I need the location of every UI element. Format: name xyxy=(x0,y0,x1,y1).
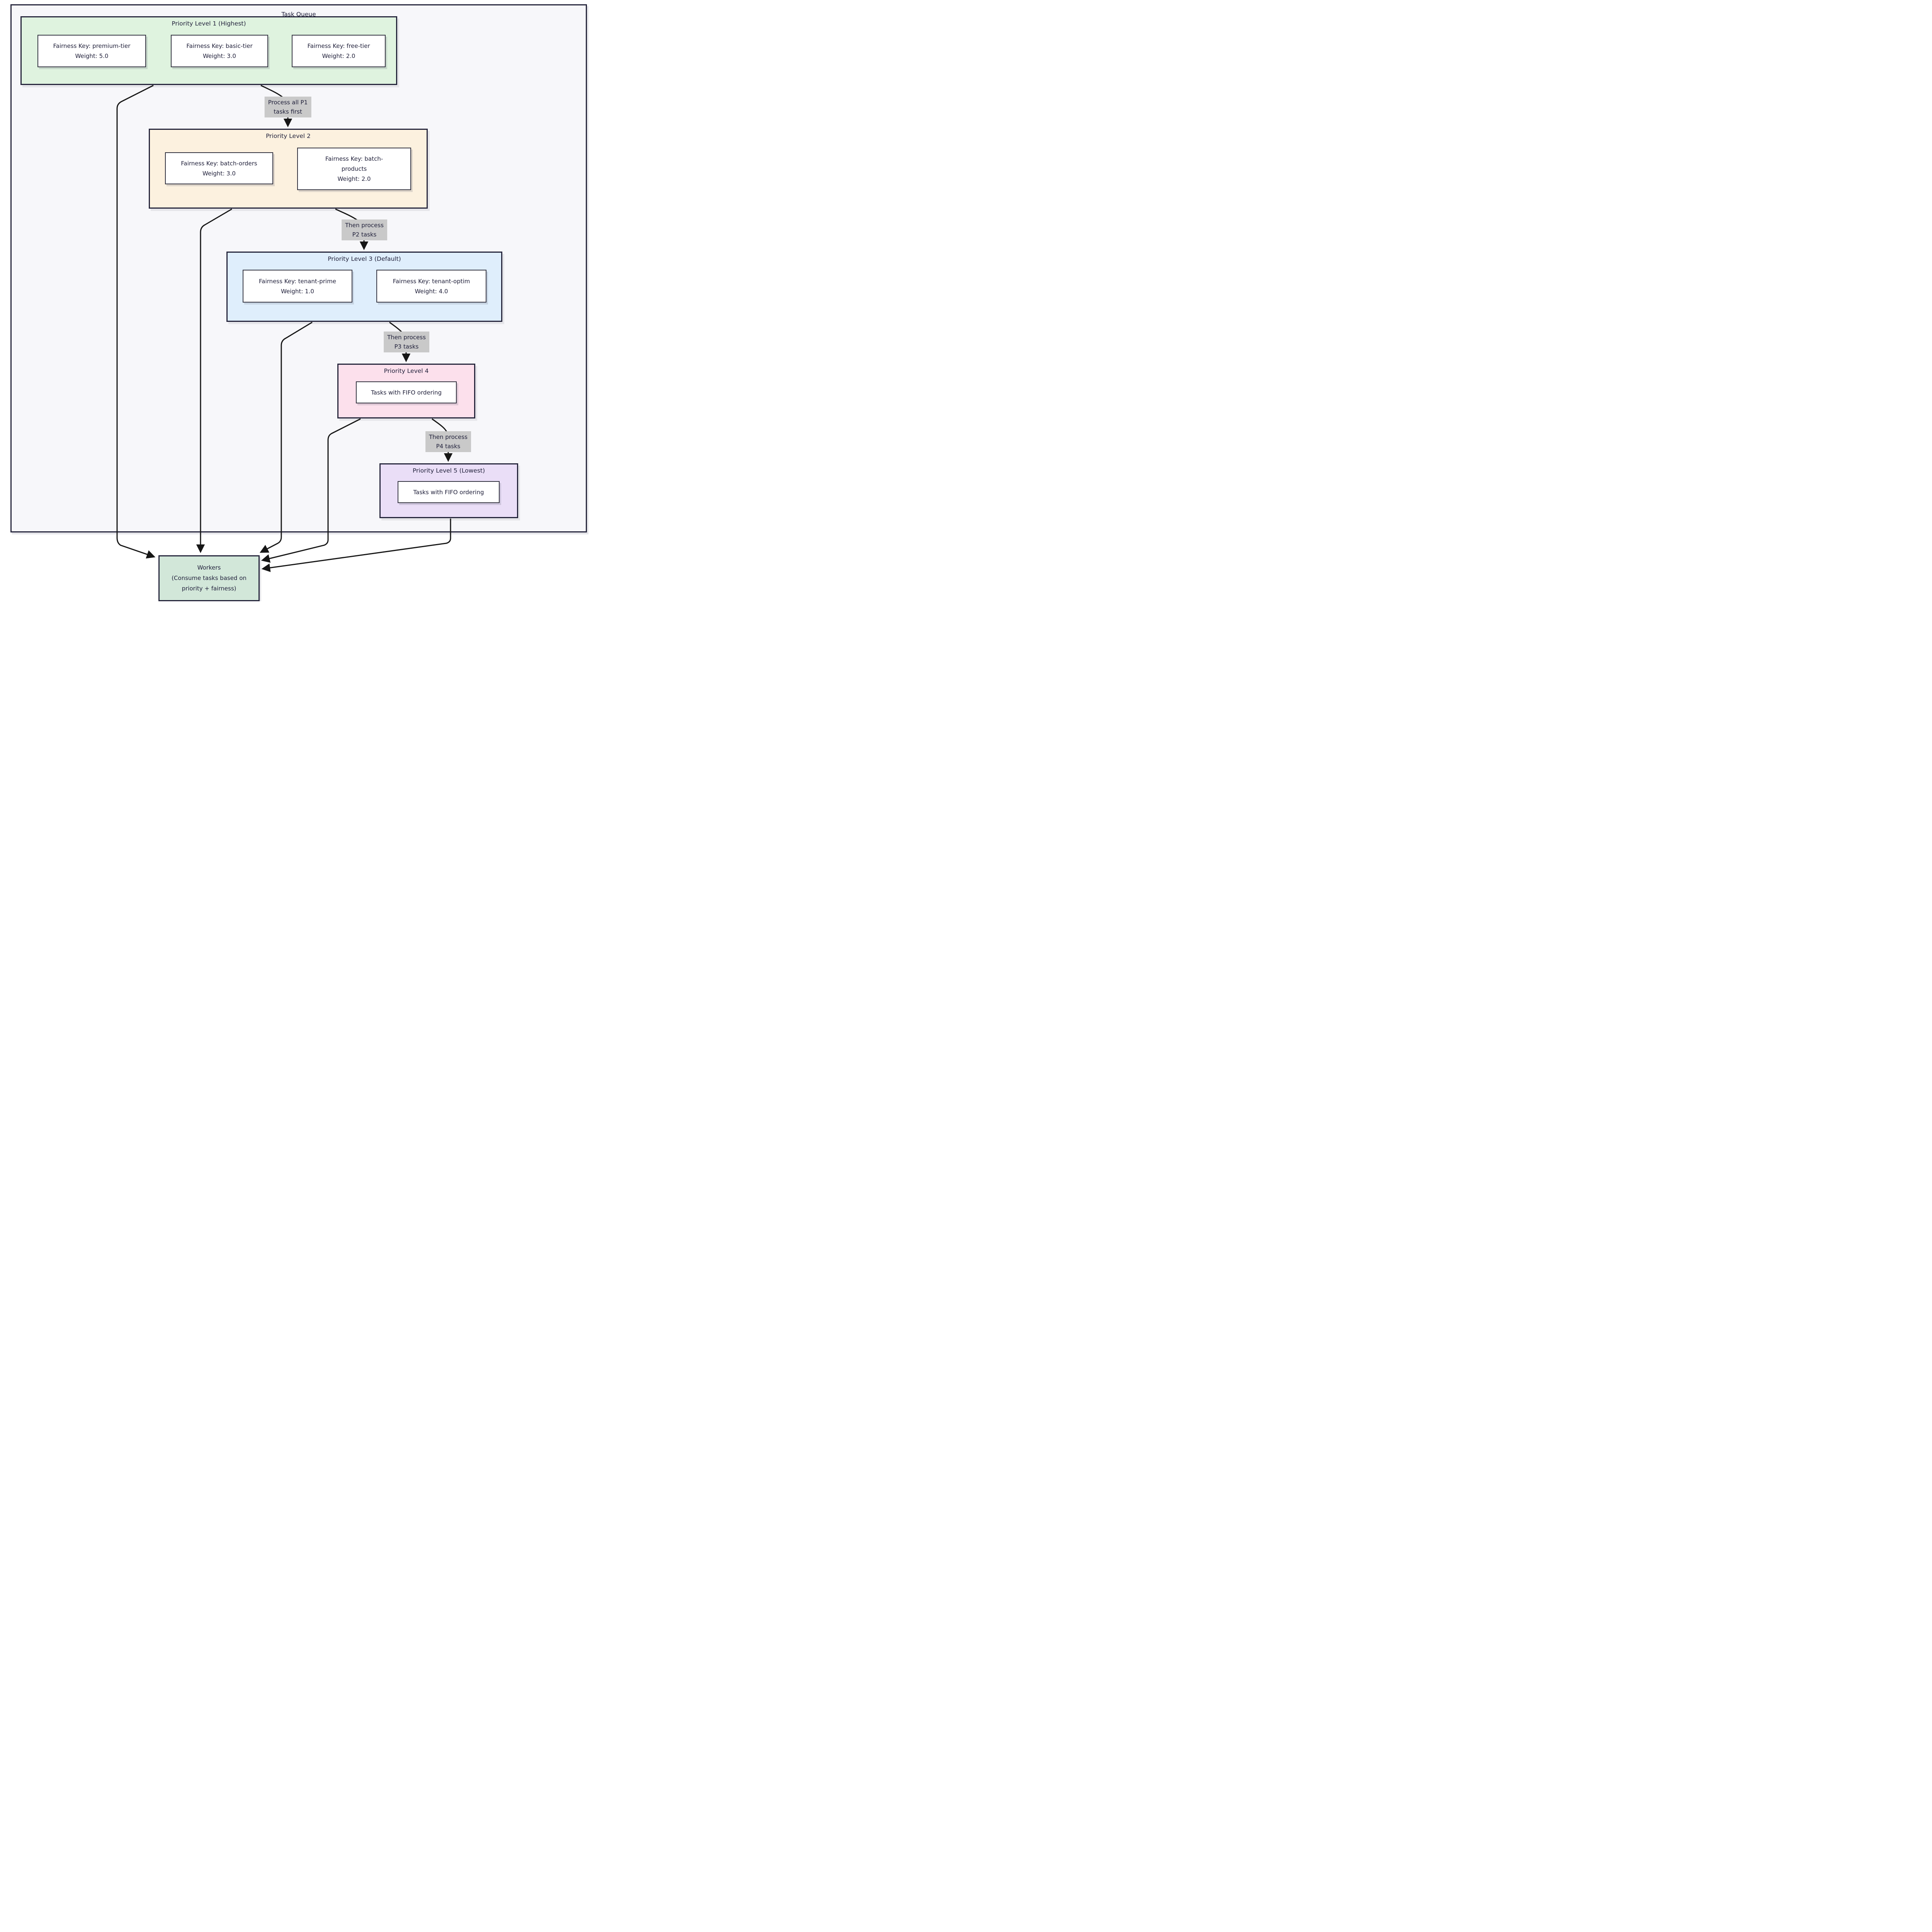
subgraph-title: Priority Level 4 xyxy=(384,367,429,374)
node-basic-tier: Fairness Key: basic-tier Weight: 3.0 xyxy=(171,35,268,67)
edge-label-process-p1: Process all P1 tasks first xyxy=(264,97,311,117)
node-premium-tier: Fairness Key: premium-tier Weight: 5.0 xyxy=(37,35,146,67)
node-batch-orders: Fairness Key: batch-orders Weight: 3.0 xyxy=(165,152,273,184)
node-tenant-optim: Fairness Key: tenant-optim Weight: 4.0 xyxy=(376,270,486,303)
subgraph-title: Priority Level 2 xyxy=(266,133,311,139)
node-p4-fifo: Tasks with FIFO ordering xyxy=(356,381,457,403)
subgraph-title: Priority Level 3 (Default) xyxy=(328,255,401,262)
task-queue-diagram: Task Queue Priority Level 1 (Highest) Fa… xyxy=(0,0,596,601)
subgraph-title: Priority Level 5 (Lowest) xyxy=(412,467,485,474)
workers-node: Workers (Consume tasks based on priority… xyxy=(158,555,260,601)
diagram-title: Task Queue xyxy=(281,11,316,18)
node-free-tier: Fairness Key: free-tier Weight: 2.0 xyxy=(292,35,386,67)
node-p5-fifo: Tasks with FIFO ordering xyxy=(398,481,500,503)
node-batch-products: Fairness Key: batch- products Weight: 2.… xyxy=(297,148,411,190)
subgraph-title: Priority Level 1 (Highest) xyxy=(172,20,246,27)
edge-label-process-p3: Then process P3 tasks xyxy=(384,332,429,352)
node-tenant-prime: Fairness Key: tenant-prime Weight: 1.0 xyxy=(243,270,352,303)
edge-label-process-p4: Then process P4 tasks xyxy=(425,431,471,452)
edge-label-process-p2: Then process P2 tasks xyxy=(342,219,387,240)
